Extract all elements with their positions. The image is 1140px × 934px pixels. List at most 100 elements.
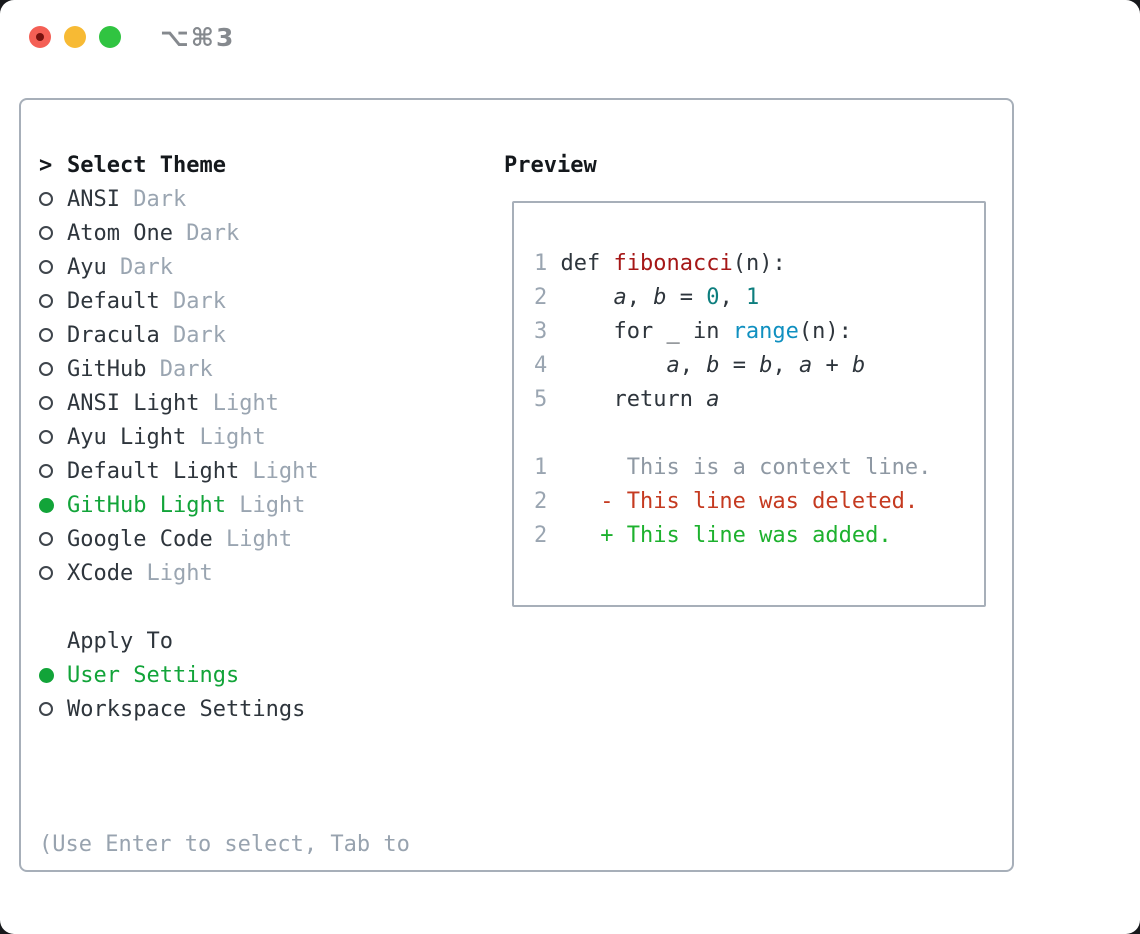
- zoom-button-icon[interactable]: [99, 26, 121, 48]
- code-token-num: 1: [745, 285, 760, 310]
- minimize-button-icon[interactable]: [64, 26, 86, 48]
- theme-option-ansi-light[interactable]: ANSI Light Light: [39, 386, 504, 420]
- code-token-var: b: [851, 353, 866, 378]
- radio-unselected-icon[interactable]: [39, 226, 53, 240]
- code-token-builtin: range: [732, 319, 799, 344]
- preview-title: Preview: [504, 152, 597, 178]
- theme-option-github-light[interactable]: GitHub Light Light: [39, 488, 504, 522]
- theme-option-label: Ayu Light: [67, 424, 187, 450]
- code-token-plain: +: [812, 353, 852, 378]
- code-line: 1 def fibonacci(n):: [534, 247, 984, 281]
- help-text-line1: (Use Enter to select, Tab to: [39, 832, 410, 857]
- theme-variant-label: Dark: [146, 356, 213, 382]
- radio-unselected-icon[interactable]: [39, 566, 53, 580]
- theme-variant-label: Dark: [119, 186, 187, 212]
- code-line: 4 a, b = b, a + b: [534, 349, 984, 383]
- theme-option-google-code[interactable]: Google Code Light: [39, 522, 504, 556]
- theme-option-label: ANSI: [67, 186, 120, 212]
- line-number: 1: [534, 251, 548, 276]
- radio-unselected-icon[interactable]: [39, 294, 53, 308]
- theme-variant-label: Dark: [159, 322, 226, 348]
- code-token-plain: [547, 353, 666, 378]
- radio-selected-icon[interactable]: [39, 497, 54, 513]
- select-theme-title: Select Theme: [67, 152, 226, 178]
- theme-variant-label: Light: [133, 560, 213, 586]
- code-token-plain: =: [719, 353, 760, 378]
- theme-option-ayu-light[interactable]: Ayu Light Light: [39, 420, 504, 454]
- code-token-plain: (n):: [798, 319, 852, 344]
- code-token-plain: (n):: [732, 251, 786, 276]
- apply-option-label: Workspace Settings: [67, 696, 306, 722]
- theme-option-ayu[interactable]: Ayu Dark: [39, 250, 504, 284]
- radio-unselected-icon[interactable]: [39, 430, 53, 444]
- theme-variant-label: Dark: [106, 254, 173, 280]
- theme-option-github[interactable]: GitHub Dark: [39, 352, 504, 386]
- code-token-plain: def: [547, 251, 614, 276]
- theme-variant-label: Light: [239, 458, 319, 484]
- line-number: 5: [534, 387, 548, 412]
- theme-variant-label: Light: [186, 424, 266, 450]
- theme-option-atom-one[interactable]: Atom One Dark: [39, 216, 504, 250]
- code-token-deleted: - This line was deleted.: [547, 489, 919, 514]
- apply-option-label: User Settings: [67, 662, 240, 688]
- theme-variant-label: Dark: [159, 288, 226, 314]
- radio-unselected-icon[interactable]: [39, 532, 53, 546]
- code-token-plain: return: [547, 387, 707, 412]
- diff-line-added: 2 + This line was added.: [534, 519, 984, 553]
- radio-unselected-icon[interactable]: [39, 260, 53, 274]
- code-token-func: fibonacci: [613, 251, 733, 276]
- line-number: 2: [534, 489, 548, 514]
- theme-option-label: ANSI Light: [67, 390, 200, 416]
- code-token-var: a: [706, 387, 720, 412]
- window-title: ⌥⌘3: [160, 22, 236, 52]
- radio-unselected-icon[interactable]: [39, 464, 53, 478]
- titlebar: ⌥⌘3: [0, 0, 1140, 74]
- code-token-var: b: [706, 353, 720, 378]
- code-token-plain: ,: [719, 285, 746, 310]
- radio-unselected-icon[interactable]: [39, 328, 53, 342]
- close-button-icon[interactable]: [29, 26, 51, 48]
- right-column: Preview 1 def fibonacci(n):2 a, b = 0, 1…: [504, 100, 1012, 870]
- apply-option-user-settings[interactable]: User Settings: [39, 658, 504, 692]
- code-line: 2 a, b = 0, 1: [534, 281, 984, 315]
- line-number: 2: [534, 285, 548, 310]
- radio-unselected-icon[interactable]: [39, 192, 53, 206]
- theme-option-label: Default Light: [67, 458, 240, 484]
- line-number: 4: [534, 353, 548, 378]
- theme-option-default[interactable]: Default Dark: [39, 284, 504, 318]
- code-token-var: b: [759, 353, 773, 378]
- theme-variant-label: Light: [212, 526, 293, 552]
- code-token-plain: ,: [626, 285, 654, 310]
- code-token-var: b: [653, 285, 667, 310]
- spacer: [39, 726, 504, 760]
- theme-option-dracula[interactable]: Dracula Dark: [39, 318, 504, 352]
- line-number: 3: [534, 319, 548, 344]
- radio-unselected-icon[interactable]: [39, 702, 53, 716]
- theme-option-label: Google Code: [67, 526, 213, 552]
- theme-option-ansi[interactable]: ANSI Dark: [39, 182, 504, 216]
- theme-option-label: GitHub Light: [67, 492, 226, 518]
- prompt-caret: >: [39, 152, 53, 178]
- diff-line-deleted: 2 - This line was deleted.: [534, 485, 984, 519]
- code-token-plain: [547, 285, 613, 310]
- code-token-num: 0: [706, 285, 720, 310]
- radio-unselected-icon[interactable]: [39, 362, 53, 376]
- theme-variant-label: Light: [225, 492, 306, 518]
- line-number: 2: [534, 523, 548, 548]
- radio-selected-icon[interactable]: [39, 667, 54, 683]
- theme-variant-label: Light: [199, 390, 279, 416]
- diff-line-context: 1 This is a context line.: [534, 451, 984, 485]
- theme-option-default-light[interactable]: Default Light Light: [39, 454, 504, 488]
- code-token-plain: ,: [679, 353, 707, 378]
- apply-to-header: Apply To: [39, 624, 504, 658]
- code-token-context: This is a context line.: [547, 455, 932, 480]
- apply-option-workspace-settings[interactable]: Workspace Settings: [39, 692, 504, 726]
- radio-unselected-icon[interactable]: [39, 396, 53, 410]
- theme-option-xcode[interactable]: XCode Light: [39, 556, 504, 590]
- code-token-var: a: [798, 353, 813, 378]
- code-token-added: + This line was added.: [547, 523, 892, 548]
